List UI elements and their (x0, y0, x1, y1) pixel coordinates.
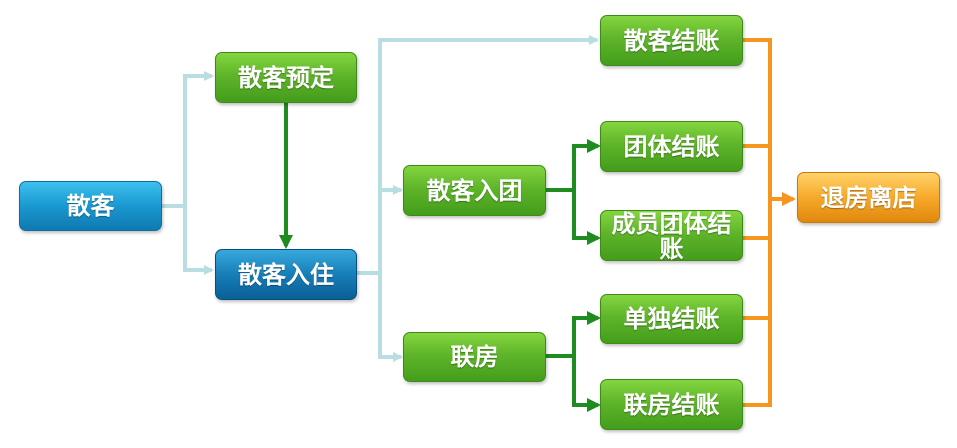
leave-label: 退房离店 (820, 183, 917, 212)
member-group-checkout-label: 成员团体结账 (611, 210, 732, 261)
guest-node: 散客 (19, 181, 162, 231)
guest-branch-connector (162, 71, 214, 275)
connected-checkout-node: 联房结账 (600, 379, 743, 430)
checkin-branch-connector (357, 35, 599, 362)
checkout-node: 散客结账 (600, 15, 743, 66)
member-group-checkout-node: 成员团体结账 (600, 210, 743, 261)
checkin-node: 散客入住 (215, 249, 357, 300)
join-group-branch-connector (546, 139, 601, 245)
group-checkout-label: 团体结账 (623, 132, 720, 161)
reservation-label: 散客预定 (238, 63, 334, 92)
checkout-label: 散客结账 (623, 26, 720, 55)
connected-room-label: 联房 (450, 343, 499, 371)
single-checkout-node: 单独结账 (600, 294, 743, 344)
group-checkout-node: 团体结账 (600, 121, 743, 172)
connected-checkout-label: 联房结账 (623, 390, 720, 419)
checkin-label: 散客入住 (238, 260, 334, 289)
guest-label: 散客 (66, 192, 115, 220)
connected-room-node: 联房 (403, 332, 546, 382)
join-group-node: 散客入团 (403, 165, 546, 216)
leave-node: 退房离店 (797, 172, 940, 223)
reservation-node: 散客预定 (215, 52, 357, 103)
checkout-merge-connector (743, 38, 796, 407)
single-checkout-label: 单独结账 (623, 305, 720, 333)
connected-room-branch-connector (546, 311, 601, 412)
join-group-label: 散客入团 (426, 176, 523, 205)
